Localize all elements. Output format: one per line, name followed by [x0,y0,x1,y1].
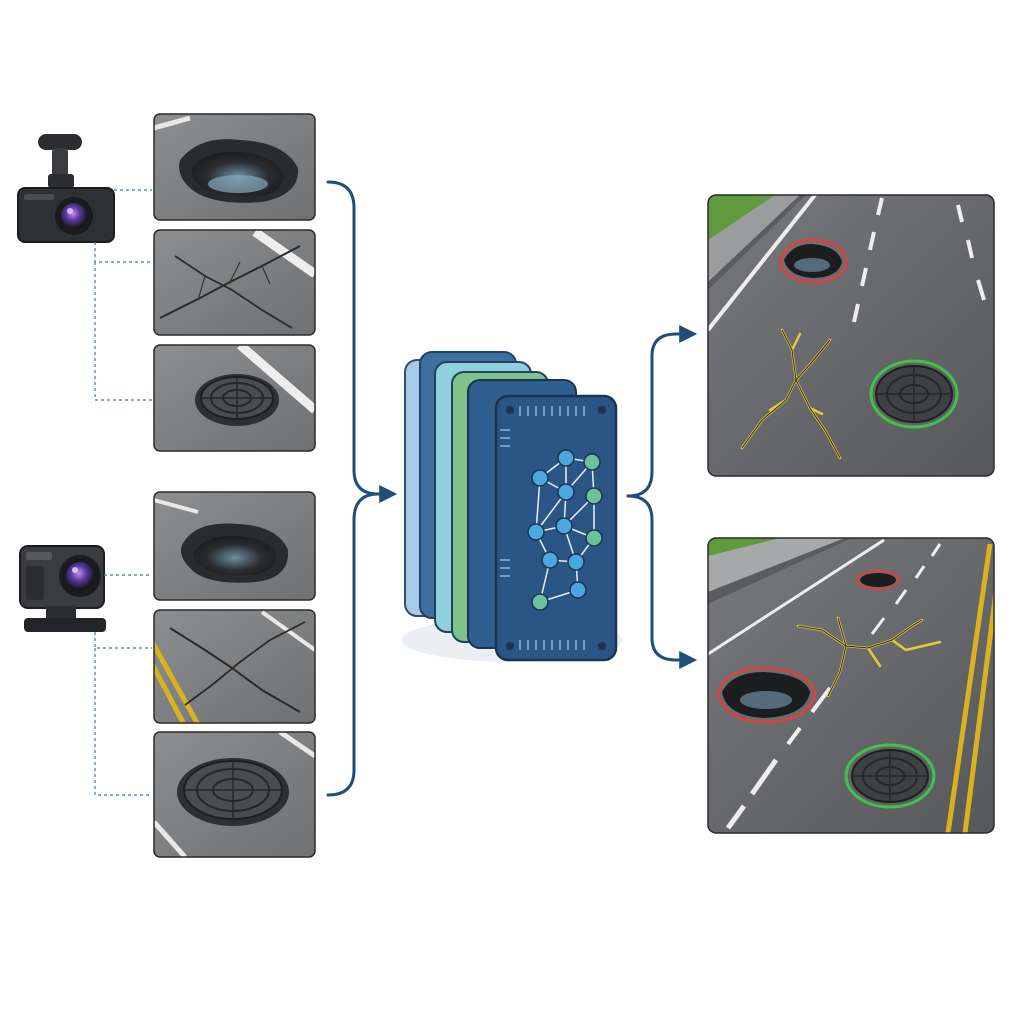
input-tile-crack-2 [150,610,315,728]
neural-network-icon [402,352,622,662]
output-view-1 [708,195,994,476]
output-split-arrow [628,334,690,660]
dashed-connectors [95,190,152,795]
dashcam-icon [18,134,114,242]
input-tile-manhole-1 [154,345,315,451]
input-tile-manhole-2 [154,732,315,857]
input-tile-pothole-1 [154,114,315,220]
action-camera-icon [20,546,106,632]
input-merge-arrow [328,182,390,795]
input-tile-pothole-2 [154,492,315,600]
output-view-2 [708,538,1000,833]
input-tile-crack-1 [154,230,315,335]
